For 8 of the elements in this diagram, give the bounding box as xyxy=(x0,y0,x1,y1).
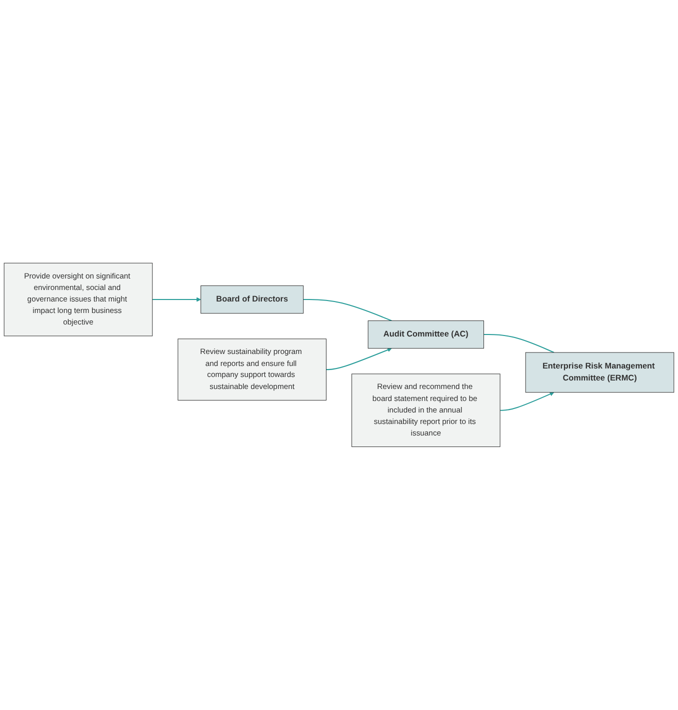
connector xyxy=(484,334,554,354)
node-box: Enterprise Risk Management Committee (ERMC) xyxy=(525,352,674,393)
arrow xyxy=(152,297,202,302)
connector xyxy=(303,299,392,322)
node-box: Board of Directors xyxy=(200,286,304,314)
arrow xyxy=(500,392,554,411)
node-box: Audit Committee (AC) xyxy=(368,320,484,349)
arrow xyxy=(326,348,392,370)
